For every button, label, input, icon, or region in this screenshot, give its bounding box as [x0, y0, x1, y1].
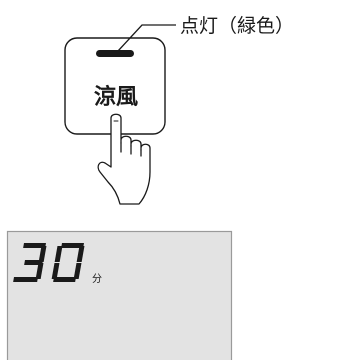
callout-label: 点灯（緑色） — [180, 15, 294, 37]
lcd-digit-3 — [13, 243, 47, 282]
button-label: 涼風 — [94, 84, 138, 110]
callout-leader-line — [117, 24, 176, 52]
press-hand-icon — [97, 113, 151, 205]
indicator-lamp — [96, 50, 134, 57]
lcd-unit-minutes: 分 — [92, 273, 102, 285]
lcd-display: 分 — [6, 230, 233, 360]
lcd-digit-0 — [51, 243, 85, 282]
cool-breeze-button[interactable]: 涼風 — [64, 37, 166, 135]
